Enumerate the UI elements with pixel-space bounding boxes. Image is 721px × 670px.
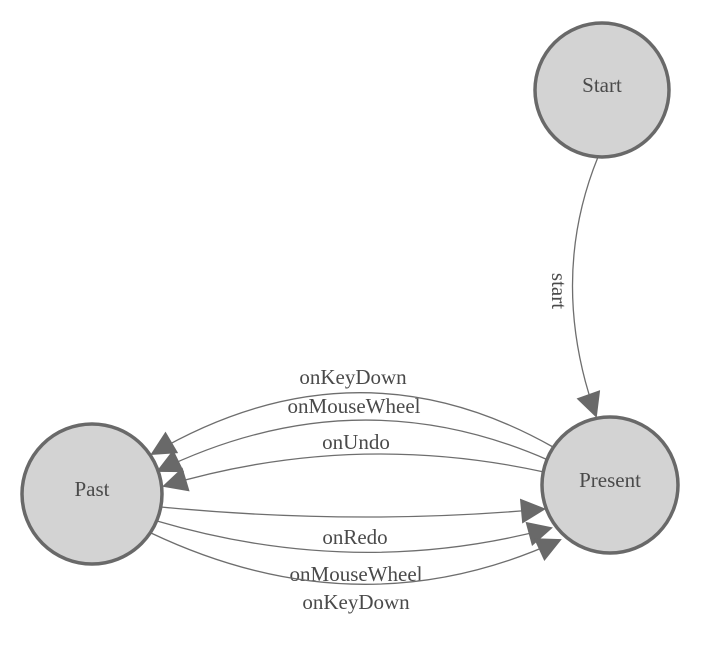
transition-label: onKeyDown: [299, 365, 407, 389]
transition-label: onKeyDown: [302, 590, 410, 614]
transition-edge-present-to-past: [156, 419, 549, 473]
state-node-circle-past: [20, 422, 164, 566]
state-node-past: Past: [20, 422, 164, 566]
state-node-label-present: Present: [579, 468, 641, 492]
state-node-circle-present: [540, 415, 680, 555]
transition-label: start: [547, 273, 571, 309]
state-node-circle-start: [533, 21, 671, 159]
state-node-present: Present: [540, 415, 680, 555]
state-node-label-past: Past: [74, 477, 109, 501]
transition-edge-past-to-present: [156, 520, 553, 554]
transition-label: onMouseWheel: [288, 394, 421, 418]
state-node-start: Start: [533, 21, 671, 159]
transition-edge-present-to-past: [162, 453, 545, 492]
transition-label: onMouseWheel: [290, 562, 423, 586]
transition-label: onUndo: [322, 430, 390, 454]
transition-edge-start-to-present: [571, 156, 601, 418]
transition-edge-present-to-past: [150, 392, 554, 456]
transition-edge-past-to-present: [160, 498, 546, 524]
transition-edge-past-to-present: [150, 532, 562, 585]
transition-label: onRedo: [322, 525, 387, 549]
state-node-label-start: Start: [582, 73, 622, 97]
